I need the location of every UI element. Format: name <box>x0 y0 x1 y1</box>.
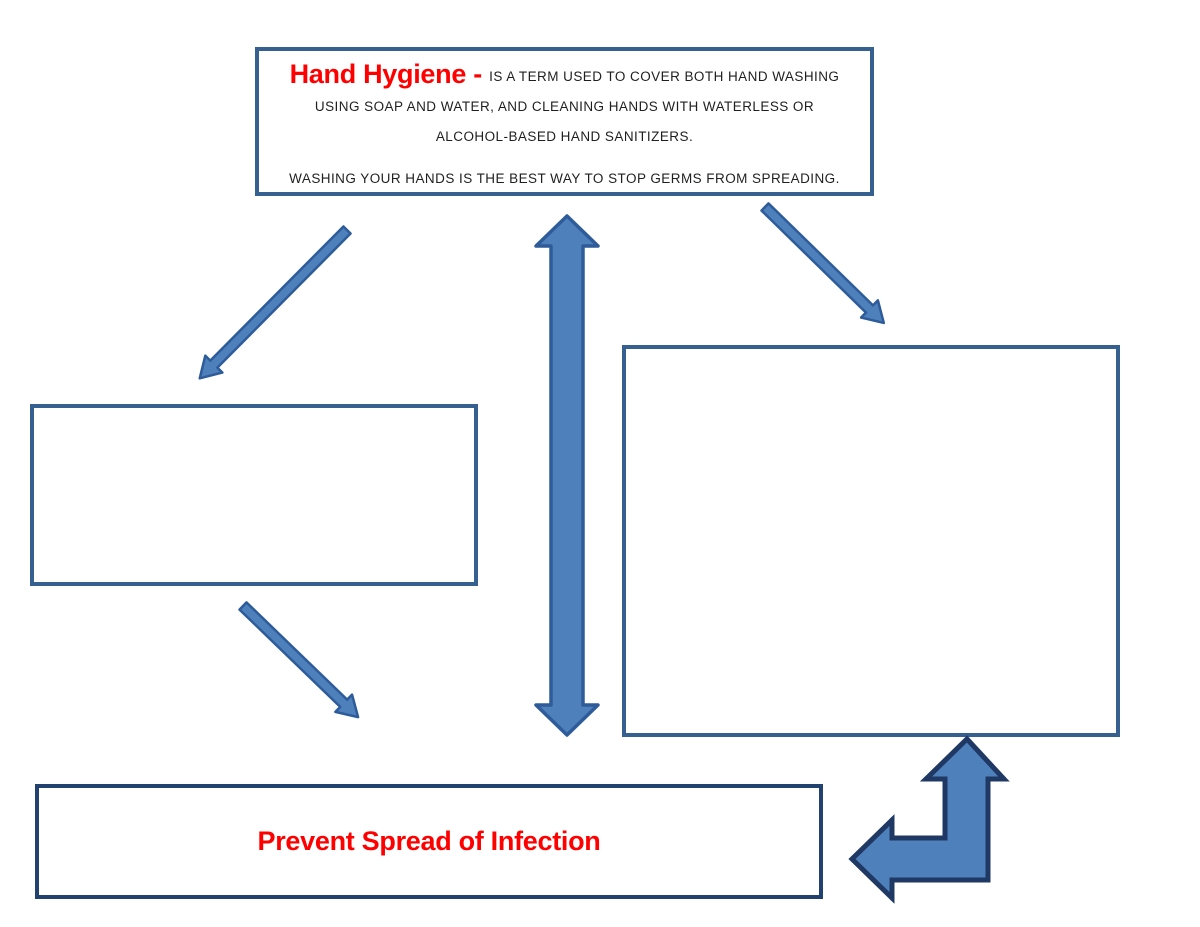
definition-text: IS A TERM USED TO COVER BOTH HAND WASHIN… <box>314 69 840 144</box>
arrow-topbox-bottombox-double-icon <box>534 214 600 737</box>
empty-right-box <box>622 345 1120 737</box>
hand-hygiene-title: Hand Hygiene - <box>289 59 490 89</box>
washing-hands-statement: WASHING YOUR HANDS IS THE BEST WAY TO ST… <box>289 171 840 186</box>
hand-hygiene-definition-box: Hand Hygiene - IS A TERM USED TO COVER B… <box>255 47 874 196</box>
arrow-topbox-to-leftbox-icon <box>198 225 352 380</box>
empty-left-box <box>30 404 478 586</box>
arrow-bottombox-rightbox-elbow-icon <box>848 735 1010 904</box>
definition-paragraph: Hand Hygiene - IS A TERM USED TO COVER B… <box>283 59 846 152</box>
arrow-topbox-to-rightbox-icon <box>760 202 886 325</box>
arrow-leftbox-to-bottombox-icon <box>238 601 360 719</box>
prevent-spread-label: Prevent Spread of Infection <box>257 826 601 856</box>
prevent-spread-box: Prevent Spread of Infection <box>35 784 823 899</box>
